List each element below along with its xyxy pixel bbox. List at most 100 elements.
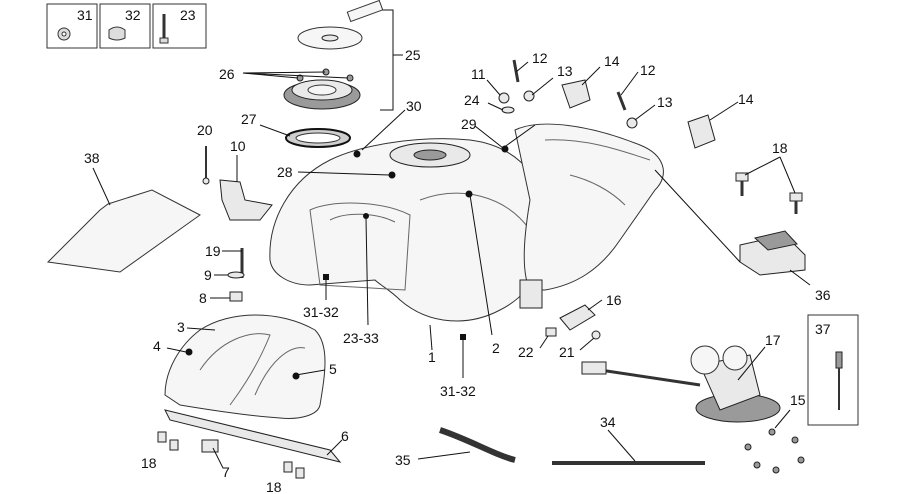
leader-36-b: [789, 269, 811, 286]
callout-15: 15: [790, 392, 806, 408]
callout-13-b: 13: [657, 94, 673, 110]
callout-19: 19: [205, 243, 221, 259]
leader-35: [417, 451, 471, 460]
leader-34: [607, 429, 636, 462]
callout-26: 26: [219, 66, 235, 82]
marker-3132a: [323, 274, 329, 280]
callout-12-b: 12: [640, 62, 656, 78]
dot-2: [465, 190, 473, 198]
leader-28: [297, 171, 391, 176]
dot-29: [501, 145, 509, 153]
callout-30: 30: [406, 98, 422, 114]
screw-20: [202, 146, 210, 185]
fasteners-18-bottom-left: [157, 431, 179, 451]
dot-30: [353, 150, 361, 158]
callout-11: 11: [471, 66, 486, 82]
leader-2333: [365, 217, 369, 326]
control-unit-36: [739, 230, 806, 276]
washer-icon: [57, 27, 71, 41]
leader-17: [737, 346, 766, 381]
screw-21: [591, 330, 601, 340]
leader-2: [469, 194, 493, 336]
callout-8: 8: [199, 290, 207, 306]
callout-18-a: 18: [772, 140, 788, 156]
callout-18-c: 18: [266, 479, 282, 494]
nut-22: [545, 327, 557, 337]
callout-18-b: 18: [141, 455, 157, 471]
callout-17: 17: [765, 332, 781, 348]
leader-29: [474, 125, 504, 149]
leader-29b: [502, 124, 536, 149]
callout-14-b: 14: [738, 91, 754, 107]
callout-16: 16: [606, 292, 622, 308]
fuel-cap-assembly: [283, 0, 384, 110]
leader-14b: [709, 101, 739, 121]
callout-1: 1: [428, 349, 436, 365]
dot-28: [388, 171, 396, 179]
callout-9: 9: [204, 267, 212, 283]
leader-38: [92, 167, 111, 206]
callout-34: 34: [600, 414, 616, 430]
callout-23-33: 23-33: [343, 330, 379, 346]
leader-26-c: [242, 72, 349, 79]
callout-21: 21: [559, 344, 575, 360]
fasteners-18-bottom-mid: [283, 461, 305, 479]
leader-18a-2: [779, 156, 796, 194]
leader-24: [487, 102, 504, 111]
marker-3132b: [460, 334, 466, 340]
bracket-25: [380, 9, 394, 111]
leader-5: [295, 369, 326, 376]
leader-26-b: [242, 71, 326, 74]
callout-14-a: 14: [604, 53, 620, 69]
callout-7: 7: [222, 464, 230, 480]
callout-5: 5: [329, 361, 337, 377]
hose-35: [439, 427, 516, 463]
callout-4: 4: [153, 338, 161, 354]
leader-18a-1: [744, 156, 781, 176]
callout-38: 38: [84, 150, 100, 166]
leader-12b: [620, 71, 639, 96]
callout-37: 37: [815, 321, 831, 337]
callout-3: 3: [177, 319, 185, 335]
callout-31-32-b: 31-32: [440, 383, 476, 399]
leader-15: [774, 409, 791, 429]
callout-36: 36: [815, 287, 831, 303]
fuel-tank-body: [269, 138, 547, 322]
leader-36-a: [654, 169, 741, 263]
front-tank-cover: [164, 314, 326, 419]
leader-1: [429, 324, 433, 351]
dot-2333: [363, 213, 369, 219]
legend-label-23: 23: [180, 7, 196, 23]
leader-4: [166, 347, 187, 353]
bracket-14a: [561, 79, 591, 109]
legend-label-32: 32: [125, 7, 141, 23]
dot-4: [185, 348, 193, 356]
trim-strip-6: [164, 409, 342, 463]
callout-22: 22: [518, 344, 534, 360]
bracket-16: [559, 304, 596, 331]
callout-2: 2: [492, 340, 500, 356]
clip-7: [201, 439, 219, 453]
sensor-37: [835, 351, 843, 410]
callout-13-a: 13: [557, 63, 573, 79]
dot-5: [292, 372, 300, 380]
leader-7: [212, 447, 224, 469]
legend-box-32: 32: [99, 3, 151, 49]
mat-38: [46, 189, 201, 273]
callout-28: 28: [277, 164, 293, 180]
screw-icon: [159, 14, 169, 44]
leader-27: [259, 124, 291, 137]
leader-13a: [531, 77, 554, 96]
callout-31-32-a: 31-32: [303, 304, 339, 320]
grommet-8: [229, 291, 243, 302]
washer-9: [227, 271, 245, 279]
leader-3: [186, 327, 216, 331]
callout-25: 25: [405, 47, 421, 63]
leader-12a: [515, 61, 529, 73]
bracket-14b: [687, 114, 716, 149]
bracket-10: [219, 179, 273, 221]
gasket-27: [285, 128, 351, 148]
callout-10: 10: [230, 138, 246, 154]
callout-29: 29: [461, 116, 477, 132]
